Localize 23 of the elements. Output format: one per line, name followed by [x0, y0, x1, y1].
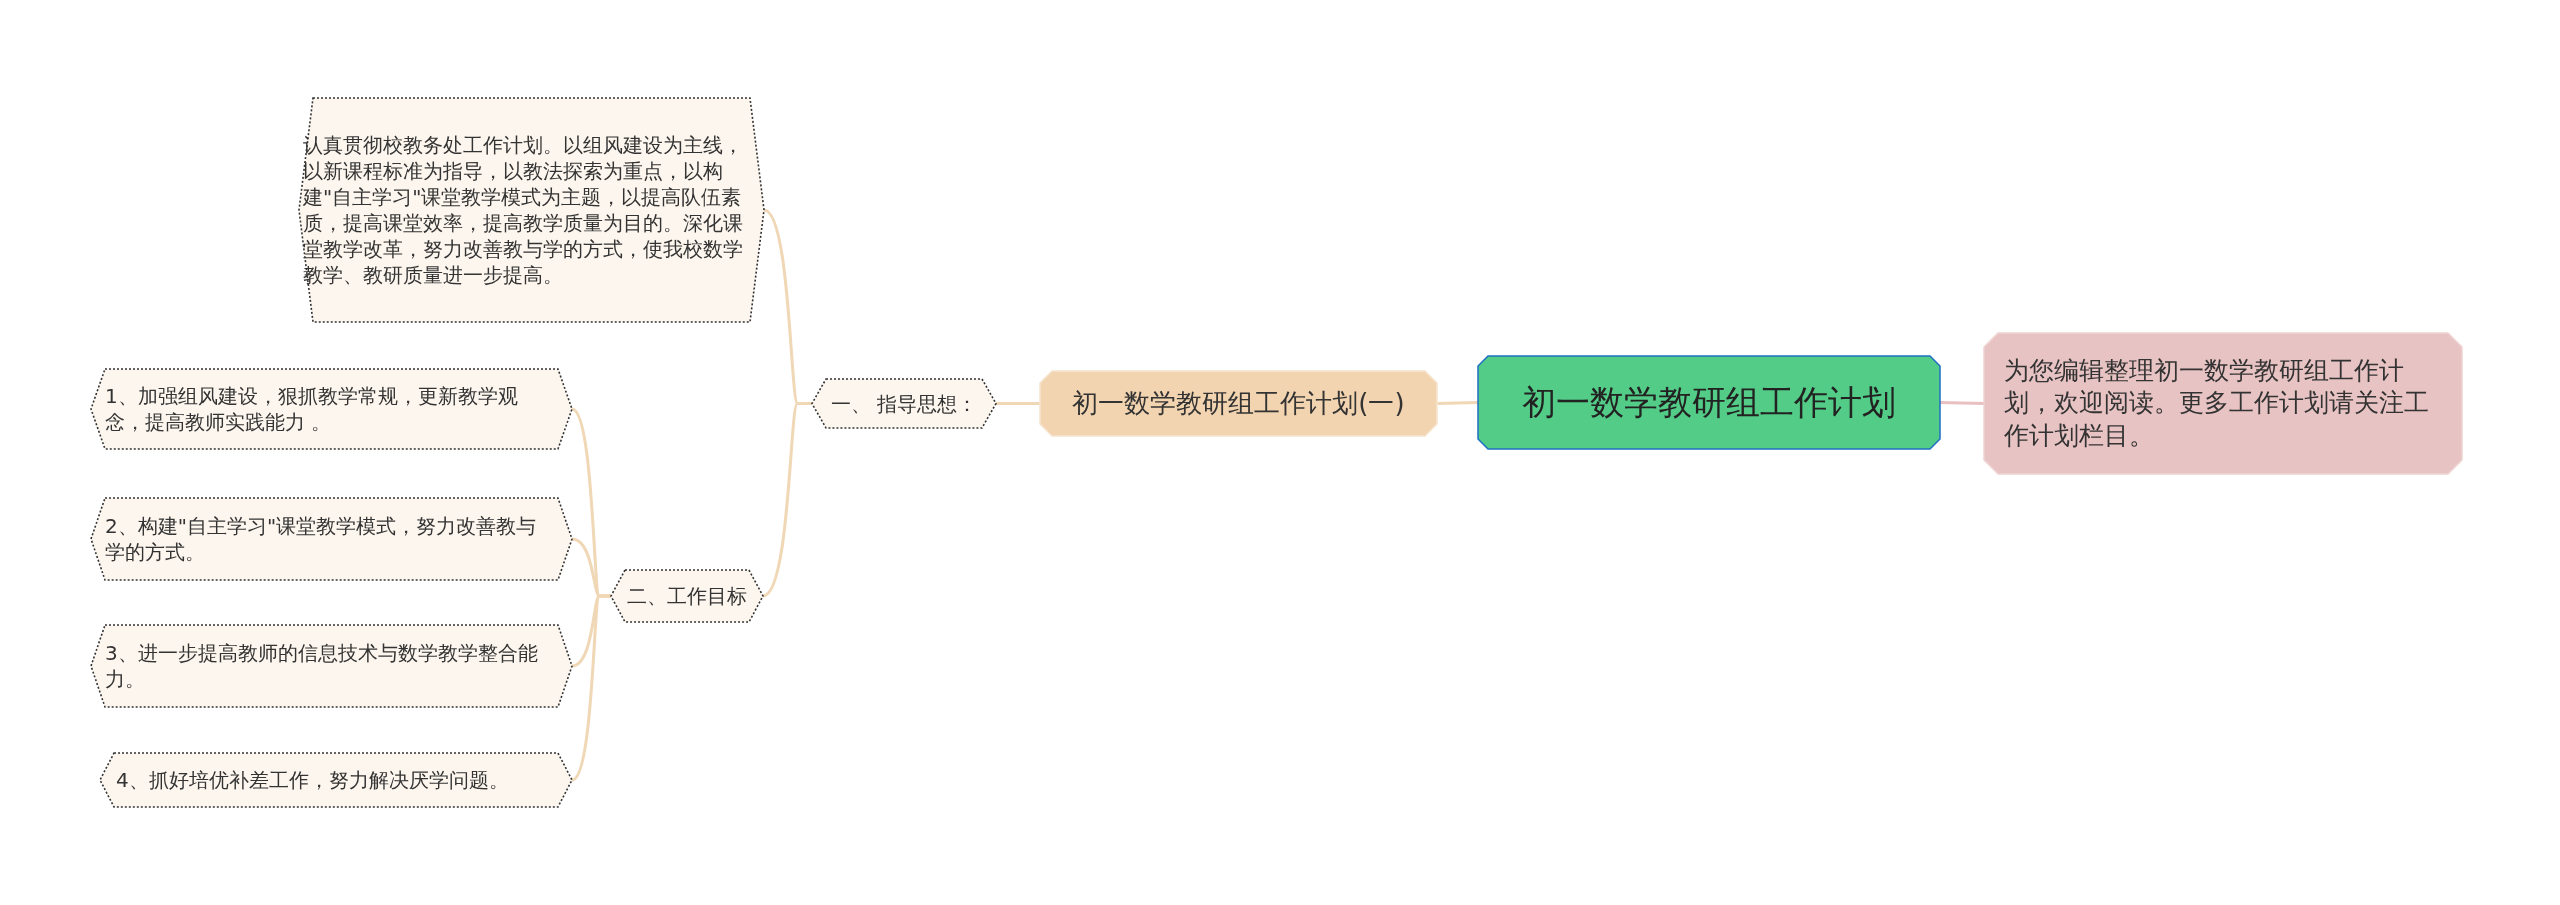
subtopic-box — [812, 379, 996, 428]
topic-box — [1478, 356, 1940, 449]
node-text: 4、抓好培优补差工作，努力解决厌学问题。 — [116, 767, 509, 793]
node-text: 3、进一步提高教师的信息技术与数学教学整合能力。 — [105, 640, 539, 692]
note-box — [1984, 333, 2462, 474]
branch-title: 初一数学教研组工作计划(一) — [1072, 386, 1405, 420]
branch-box — [1040, 371, 1437, 436]
node-text: 1、加强组风建设，狠抓教学常规，更新教学观念，提高教师实践能力 。 — [105, 383, 519, 435]
item-box — [91, 625, 572, 707]
item-box — [91, 498, 572, 580]
node-text: 二、工作目标 — [627, 583, 747, 609]
connector-line — [996, 402, 1040, 405]
connector-line — [571, 594, 611, 782]
topic-title: 初一数学教研组工作计划 — [1522, 381, 1896, 425]
node-text: 认真贯彻校教务处工作计划。以组风建设为主线，以新课程标准为指导，以教法探索为重点，以构建"自主学习"课堂教学模式为主题，以提高队伍素质，提高课堂效率，提高教学质量为目的。深化课堂教学改革，努力改善教与学的方式，使我校数学教学、教研质量进一步提高。 — [303, 132, 744, 288]
connector-line — [762, 402, 812, 598]
node-text: 一、 指导思想： — [830, 390, 978, 417]
node-text: 为您编辑整理初一数学教研组工作计划，欢迎阅读。更多工作计划请关注工作计划栏目。 — [2004, 354, 2430, 452]
item-box — [91, 369, 572, 449]
node-text: 2、构建"自主学习"课堂教学模式，努力改善教与学的方式。 — [105, 513, 538, 565]
item-box — [100, 753, 572, 807]
subtopic-box — [611, 570, 763, 622]
text-box — [299, 98, 764, 322]
